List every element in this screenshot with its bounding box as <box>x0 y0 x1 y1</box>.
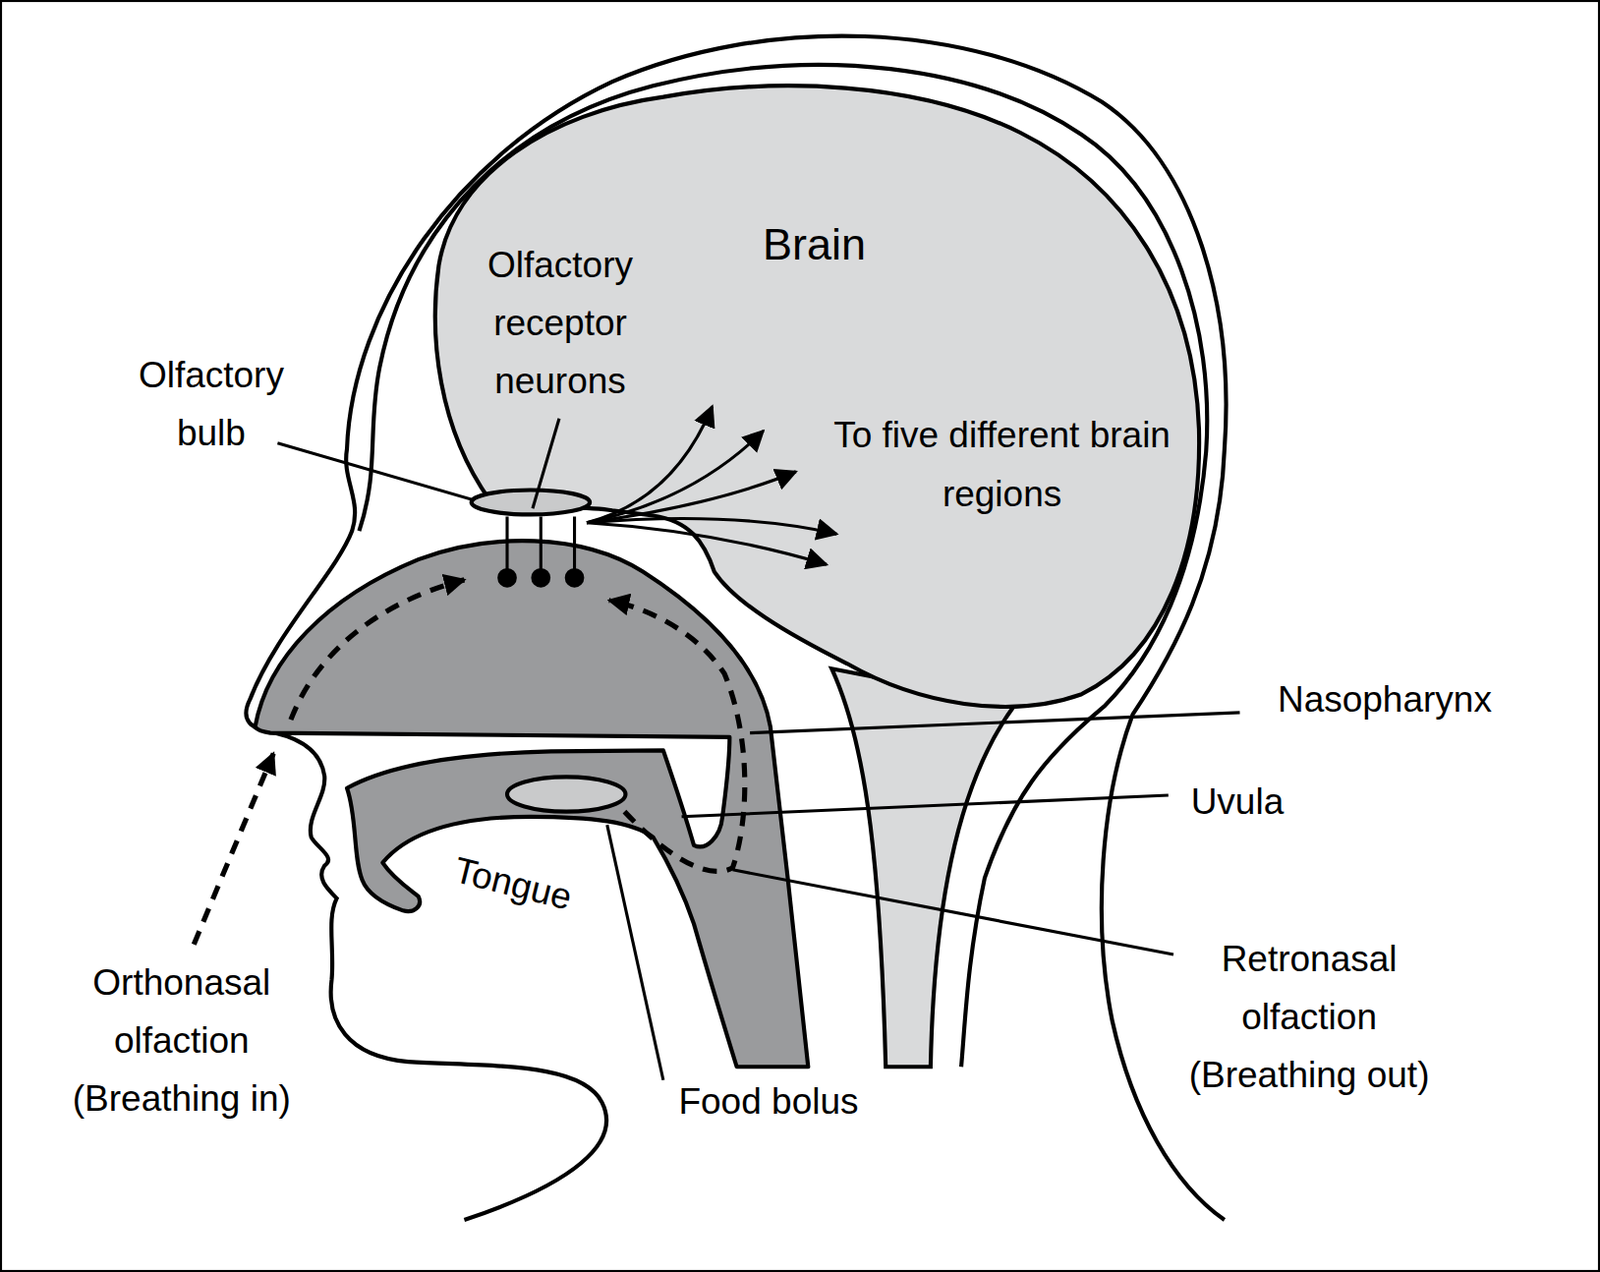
projection-arrows <box>586 405 837 565</box>
part-label: Nasopharynx <box>1277 671 1492 730</box>
part-label: Olfactory receptor neurons <box>452 235 669 411</box>
part-label: Orthonasal olfaction (Breathing in) <box>44 953 320 1129</box>
part-label: Uvula <box>1191 772 1285 831</box>
food-bolus <box>507 776 626 811</box>
part-label: Tongue <box>448 841 578 927</box>
leader-lines <box>277 418 1240 1081</box>
olfactory-bulb <box>471 489 590 515</box>
part-label: Food bolus <box>678 1073 858 1132</box>
receptor-neurons <box>499 515 583 586</box>
part-label: Retronasal olfaction (Breathing out) <box>1166 929 1452 1105</box>
part-label: To five different brain regions <box>825 406 1180 523</box>
part-label: Brain <box>762 216 866 275</box>
part-label: Olfactory bulb <box>103 345 320 462</box>
airflow-arrows <box>193 579 745 945</box>
head-outline <box>245 36 1226 1220</box>
airway <box>255 540 809 1067</box>
